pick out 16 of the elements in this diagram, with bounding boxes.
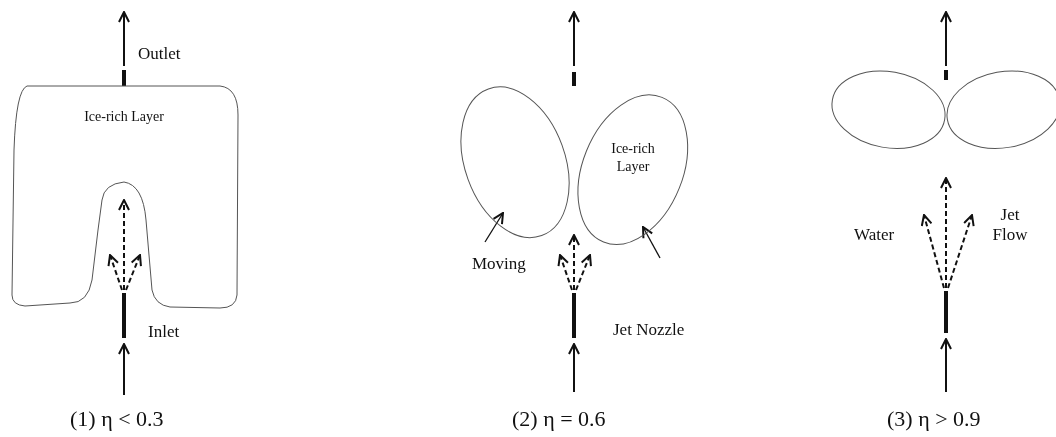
annotation-label: Outlet xyxy=(138,44,181,65)
ice-lobe-outline xyxy=(832,71,946,149)
panel-caption: (3) η > 0.9 xyxy=(887,406,981,433)
ice-lobe-outline xyxy=(460,86,569,238)
annotation-label: Inlet xyxy=(148,322,180,343)
panel-caption: (1) η < 0.3 xyxy=(70,406,164,433)
annotation-label: Jet Nozzle xyxy=(613,320,685,341)
ice-rich-layer-region xyxy=(578,95,688,245)
annotation-label: Jet Flow xyxy=(991,205,1029,246)
annotation-label: Moving xyxy=(472,254,526,275)
region-label: Ice-rich Layer xyxy=(83,108,165,126)
ice-lobe-outline xyxy=(947,71,1056,149)
annotation-label: Water xyxy=(854,225,895,246)
region-label: Ice-rich Layer xyxy=(610,140,656,177)
ice-rich-layer-region xyxy=(12,86,238,308)
panel-caption: (2) η = 0.6 xyxy=(512,406,606,433)
